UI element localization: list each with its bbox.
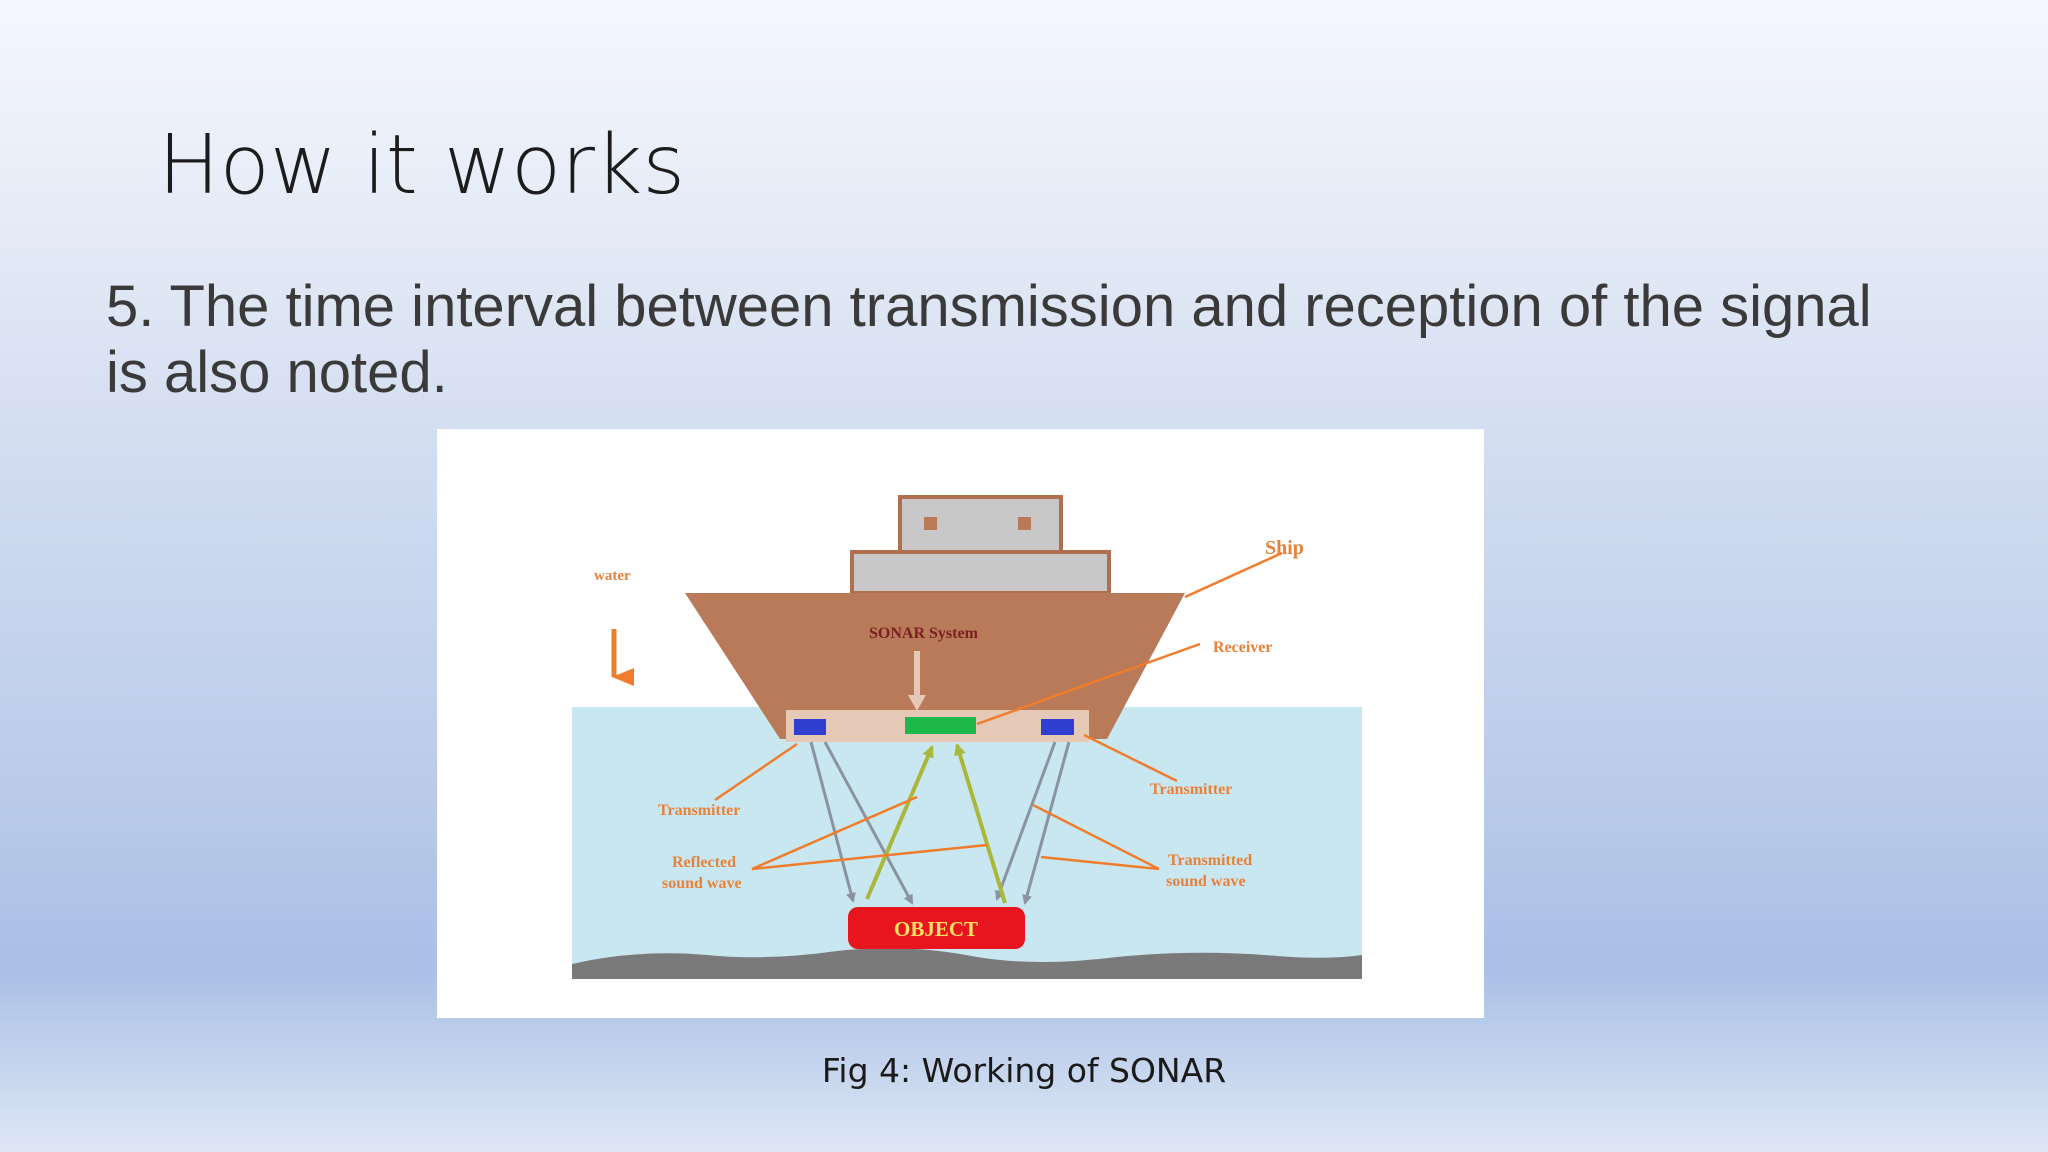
water-label: water: [594, 568, 631, 584]
object: [848, 907, 1025, 949]
receiver-block: [905, 717, 976, 734]
reflected-waves: [865, 743, 1007, 904]
reflected-label-line1: Reflected: [672, 854, 736, 871]
sonar-system-label: SONAR System: [869, 625, 979, 642]
seabed: [572, 948, 1362, 979]
object-label: OBJECT: [894, 917, 978, 941]
reflected-leader-2: [751, 843, 988, 871]
receiver-label: Receiver: [1213, 639, 1273, 656]
ship-window-right: [1018, 517, 1031, 530]
sonar-diagram: OBJECT water Ship SONAR System Receiver …: [437, 429, 1484, 1018]
receiver-leader: [976, 642, 1201, 726]
ship-cabin-lower: [850, 550, 1111, 595]
slide-body-text: 5. The time interval between transmissio…: [106, 274, 1872, 405]
transmitter-left-label: Transmitter: [658, 802, 740, 819]
sonar-diagram-svg: OBJECT water Ship SONAR System Receiver …: [572, 495, 1362, 979]
reflected-label-line2: sound wave: [662, 875, 742, 892]
ship-hull: [685, 593, 1185, 739]
transmitted-leader-1: [1032, 803, 1160, 871]
transmitted-leader-2: [1040, 855, 1160, 871]
slide-title: How it works: [158, 118, 686, 213]
ship-label: Ship: [1265, 537, 1304, 559]
transmitter-right-block: [1041, 719, 1074, 735]
ship-leader: [1184, 551, 1283, 599]
transmitter-right-leader: [1083, 733, 1178, 783]
transmitter-left-block: [794, 719, 826, 735]
transmitted-label-line1: Transmitted: [1168, 852, 1252, 869]
ship-window-left: [924, 517, 937, 530]
transmitted-waves: [809, 741, 1071, 905]
transmitter-left-leader: [714, 742, 798, 802]
figure-caption: Fig 4: Working of SONAR: [821, 1051, 1227, 1090]
reflected-leader-1: [751, 795, 918, 871]
transmitter-right-label: Transmitter: [1150, 781, 1232, 798]
transmitted-label-line2: sound wave: [1166, 873, 1246, 890]
